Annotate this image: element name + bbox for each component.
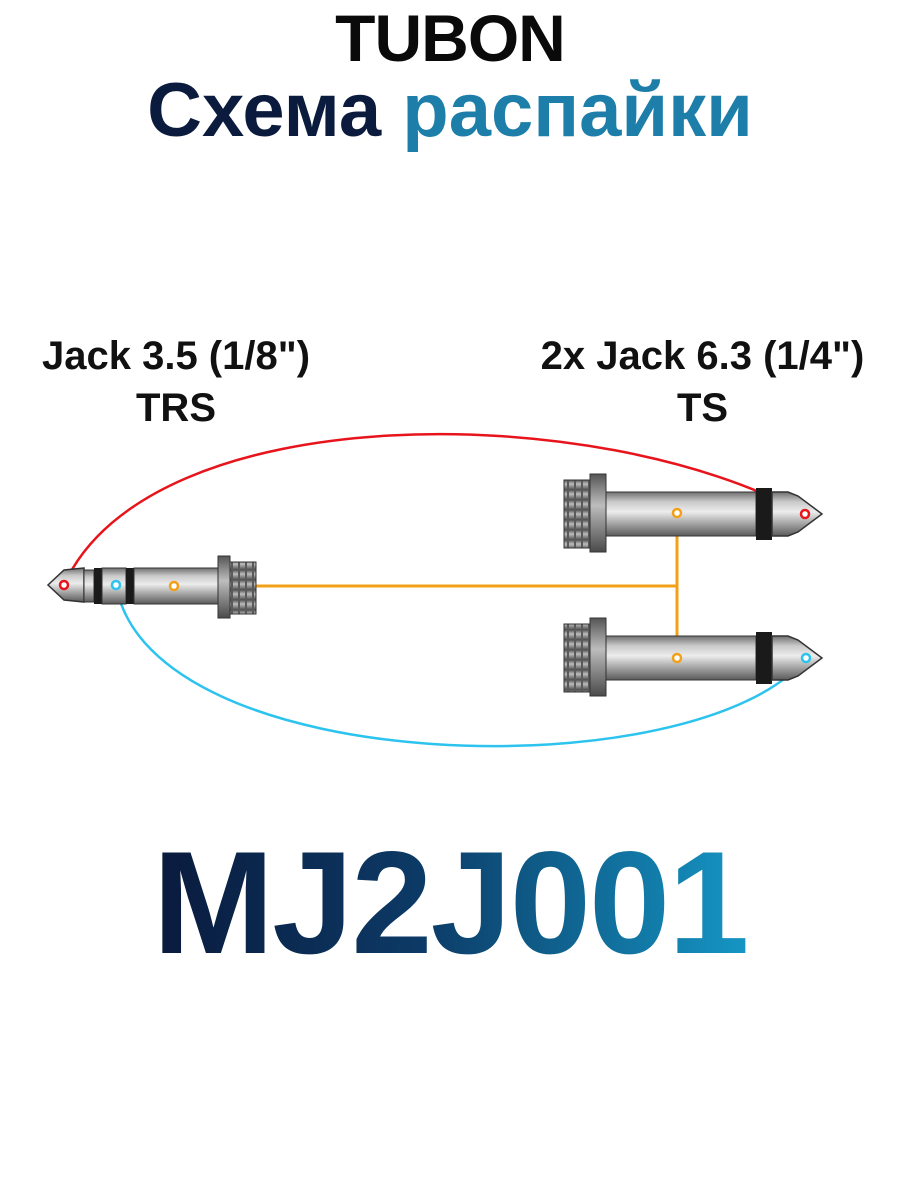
- model-code-text: MJ2J001: [152, 821, 750, 984]
- trs-tip-point: [58, 579, 70, 591]
- left-connector-type: TRS: [136, 386, 216, 430]
- ts-bottom-tip: [771, 635, 824, 681]
- trs-ring-point: [110, 579, 122, 591]
- ts-bottom-collar: [589, 617, 607, 697]
- right-channel-wire: [114, 584, 807, 748]
- ts-top-insulator: [756, 488, 772, 540]
- ts-top-collar: [589, 473, 607, 553]
- title-word-wiring: распайки: [402, 68, 753, 153]
- trs-tip-ring: [83, 569, 95, 603]
- ts-top-thread: [563, 479, 591, 549]
- ts-bottom-sleeve-point: [671, 652, 683, 664]
- solder-points: [58, 507, 812, 664]
- brand-logo: TUBON: [335, 1, 566, 75]
- model-code: MJ2J001: [0, 818, 900, 988]
- ts-bottom-insulator: [756, 632, 772, 684]
- ts-bottom-tip-point: [800, 652, 812, 664]
- ts-top-tip: [771, 491, 824, 537]
- right-connector-type: TS: [676, 386, 729, 430]
- page-title: Схема распайки: [0, 66, 900, 156]
- trs-collar: [217, 555, 231, 619]
- ts-top-tip-point: [799, 508, 811, 520]
- trs-plug-3-5: [46, 555, 257, 619]
- right-connector-label: 2x Jack 6.3 (1/4") TS: [505, 330, 900, 434]
- trs-insulator-1: [94, 568, 102, 604]
- ts-bottom-thread: [563, 623, 591, 693]
- ts-plug-6-3-top: [563, 473, 824, 553]
- trs-insulator-2: [126, 568, 134, 604]
- trs-thread: [229, 561, 257, 615]
- left-channel-wire: [62, 432, 806, 586]
- title-word-scheme: Схема: [147, 68, 382, 153]
- trs-sleeve-point: [168, 580, 180, 592]
- left-connector-label: Jack 3.5 (1/8") TRS: [0, 330, 352, 434]
- ts-plug-6-3-bottom: [563, 617, 824, 697]
- ts-top-sleeve-point: [671, 507, 683, 519]
- left-connector-name: Jack 3.5 (1/8"): [41, 334, 311, 378]
- right-connector-name: 2x Jack 6.3 (1/4"): [540, 334, 865, 378]
